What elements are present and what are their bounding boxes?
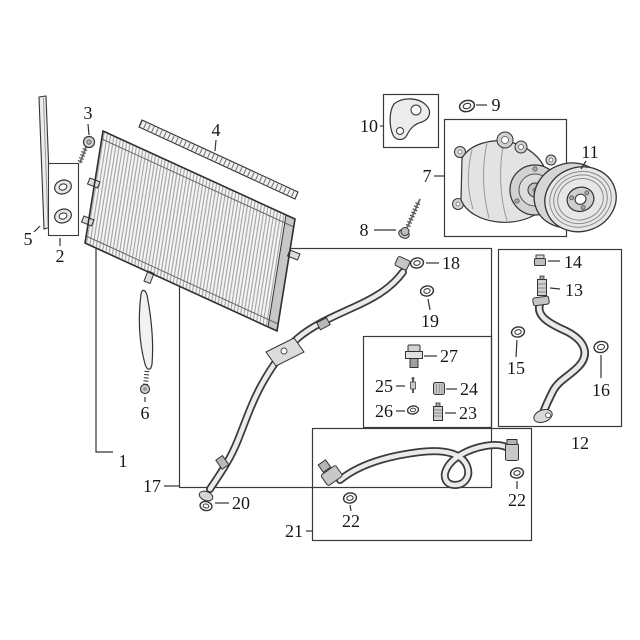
callout-part-2[interactable]: 2 xyxy=(55,246,65,266)
callout-part-17[interactable]: 17 xyxy=(143,476,161,496)
callout-leader-lines xyxy=(33,104,602,532)
gasket-group xyxy=(382,93,440,149)
liquid-line-group xyxy=(311,427,533,542)
callout-part-23[interactable]: 23 xyxy=(459,403,477,423)
callout-part-20[interactable]: 20 xyxy=(232,493,250,513)
callout-part-21[interactable]: 21 xyxy=(285,521,303,541)
callout-part-24[interactable]: 24 xyxy=(460,379,478,399)
callout-part-22-left[interactable]: 22 xyxy=(342,511,360,531)
callout-part-3[interactable]: 3 xyxy=(83,103,93,123)
condenser-seal-strip xyxy=(138,119,299,200)
callout-part-14[interactable]: 14 xyxy=(564,252,582,272)
clutch-pulley xyxy=(533,162,617,233)
drier-pin xyxy=(138,289,154,395)
callout-part-18[interactable]: 18 xyxy=(442,253,460,273)
grommet-set xyxy=(47,162,80,237)
callout-part-22-right[interactable]: 22 xyxy=(508,490,526,510)
condenser xyxy=(80,129,301,333)
callout-part-15[interactable]: 15 xyxy=(507,358,525,378)
callout-part-16[interactable]: 16 xyxy=(592,380,610,400)
service-valve-group xyxy=(362,335,493,429)
callout-part-9[interactable]: 9 xyxy=(491,95,501,115)
callout-part-19[interactable]: 19 xyxy=(421,311,439,331)
screw xyxy=(77,135,96,164)
callout-part-6[interactable]: 6 xyxy=(140,403,150,423)
callout-part-13[interactable]: 13 xyxy=(565,280,583,300)
callout-part-7[interactable]: 7 xyxy=(422,166,432,186)
callout-part-12[interactable]: 12 xyxy=(571,433,589,453)
mount-bolt xyxy=(398,198,421,239)
discharge-hose-group xyxy=(497,248,623,428)
callout-part-4[interactable]: 4 xyxy=(211,120,221,140)
callout-part-8[interactable]: 8 xyxy=(359,220,369,240)
callout-part-26[interactable]: 26 xyxy=(375,401,393,421)
callout-part-10[interactable]: 10 xyxy=(360,116,378,136)
callout-part-27[interactable]: 27 xyxy=(440,346,458,366)
callout-part-5[interactable]: 5 xyxy=(23,229,33,249)
o-ring-9 xyxy=(458,99,476,113)
suction-hose-group xyxy=(198,256,435,512)
callout-part-1[interactable]: 1 xyxy=(118,451,128,471)
callout-part-11[interactable]: 11 xyxy=(581,142,599,162)
assembly-1-leader xyxy=(95,248,113,453)
callout-part-25[interactable]: 25 xyxy=(375,376,393,396)
